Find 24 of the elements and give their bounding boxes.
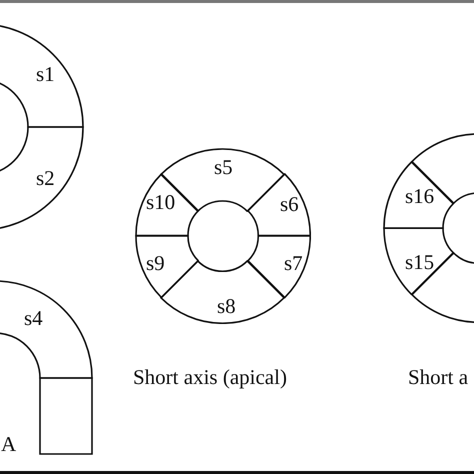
segment-label: s10 — [146, 190, 176, 214]
ring-segment — [0, 280, 93, 379]
segment-label: s15 — [405, 250, 434, 274]
panel-letter: A — [1, 432, 16, 456]
ring-segment — [135, 235, 200, 299]
ring-segment — [383, 160, 454, 229]
ring-segment — [0, 23, 84, 128]
ring-segment — [135, 173, 200, 237]
view-caption: Short axis (apical) — [133, 365, 287, 389]
rectangular-segment — [39, 377, 93, 455]
segment-label: s2 — [36, 166, 55, 190]
view-caption: Short a — [408, 365, 468, 389]
ring-segment — [246, 235, 311, 299]
segment-label: s1 — [36, 62, 55, 86]
segment-label: s16 — [405, 184, 434, 208]
segment-label: s7 — [284, 251, 303, 275]
segment-label: s4 — [24, 306, 43, 330]
ring-segment — [246, 173, 311, 237]
segment-label: s9 — [146, 251, 165, 275]
ring-segment — [0, 126, 84, 231]
ring-segment — [383, 227, 454, 296]
segment-label: s5 — [214, 155, 233, 179]
segment-label: s8 — [216, 294, 236, 318]
segment-label: s6 — [280, 192, 299, 216]
